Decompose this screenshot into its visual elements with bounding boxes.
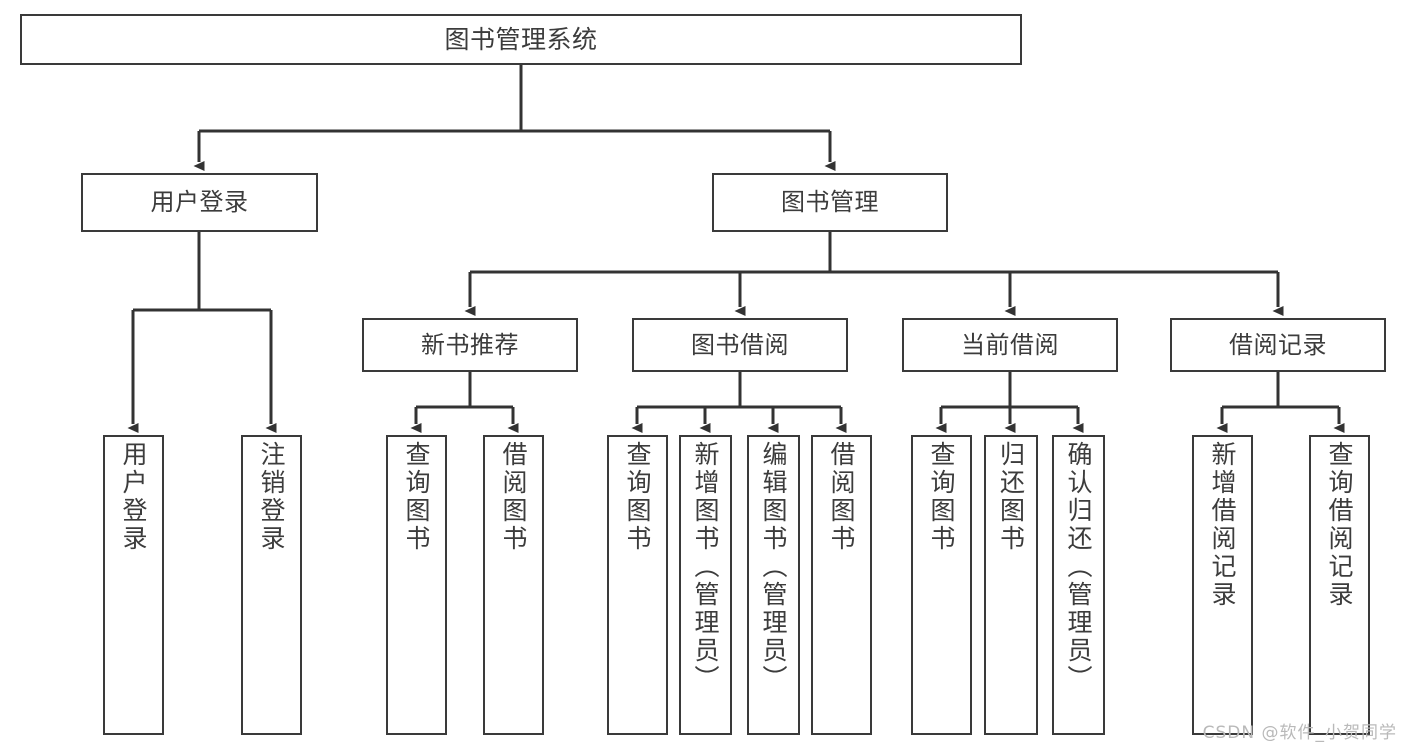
node-label: 图书管理系统	[444, 24, 598, 54]
node-label: 图书管理	[781, 188, 879, 217]
node-label: 归还图书	[996, 441, 1026, 553]
leaf-query-book-recommend[interactable]: 查询图书	[386, 435, 447, 735]
node-label: 用户登录	[150, 188, 249, 217]
leaf-borrow-book-recommend[interactable]: 借阅图书	[483, 435, 544, 735]
watermark-text: CSDN @软件_小贺同学	[1202, 723, 1397, 743]
node-label: 图书借阅	[691, 330, 789, 359]
leaf-edit-book-admin[interactable]: 编辑图书（管理员）	[747, 435, 800, 735]
leaf-query-borrow-record[interactable]: 查询借阅记录	[1309, 435, 1370, 735]
leaf-query-book-borrow[interactable]: 查询图书	[607, 435, 668, 735]
leaf-borrow-book[interactable]: 借阅图书	[811, 435, 872, 735]
leaf-add-borrow-record[interactable]: 新增借阅记录	[1192, 435, 1253, 735]
node-label: 编辑图书（管理员）	[759, 441, 788, 693]
node-label: 查询图书	[927, 441, 956, 553]
node-label: 新书推荐	[421, 330, 519, 359]
node-label: 注销登录	[257, 441, 286, 553]
leaf-query-book-current[interactable]: 查询图书	[911, 435, 972, 735]
node-label: 新增借阅记录	[1208, 441, 1237, 609]
leaf-logout[interactable]: 注销登录	[241, 435, 302, 735]
leaf-return-book[interactable]: 归还图书	[984, 435, 1038, 735]
node-user-login[interactable]: 用户登录	[81, 173, 318, 232]
node-label: 当前借阅	[961, 330, 1059, 359]
node-current-borrowing[interactable]: 当前借阅	[902, 318, 1118, 372]
node-label: 确认归还（管理员）	[1064, 441, 1093, 693]
node-book-management[interactable]: 图书管理	[712, 173, 948, 232]
leaf-add-book-admin[interactable]: 新增图书（管理员）	[679, 435, 732, 735]
leaf-user-login[interactable]: 用户登录	[103, 435, 164, 735]
node-root-library-management-system[interactable]: 图书管理系统	[20, 14, 1022, 65]
node-label: 借阅图书	[499, 441, 528, 553]
node-label: 新增图书（管理员）	[691, 441, 720, 693]
node-label: 借阅记录	[1229, 330, 1327, 359]
node-label: 用户登录	[119, 441, 148, 553]
node-label: 借阅图书	[827, 441, 856, 553]
leaf-confirm-return-admin[interactable]: 确认归还（管理员）	[1052, 435, 1105, 735]
node-label: 查询借阅记录	[1325, 441, 1354, 609]
node-book-borrowing[interactable]: 图书借阅	[632, 318, 848, 372]
node-label: 查询图书	[402, 441, 431, 553]
node-label: 查询图书	[623, 441, 652, 553]
node-new-book-recommendation[interactable]: 新书推荐	[362, 318, 578, 372]
node-borrowing-record[interactable]: 借阅记录	[1170, 318, 1386, 372]
